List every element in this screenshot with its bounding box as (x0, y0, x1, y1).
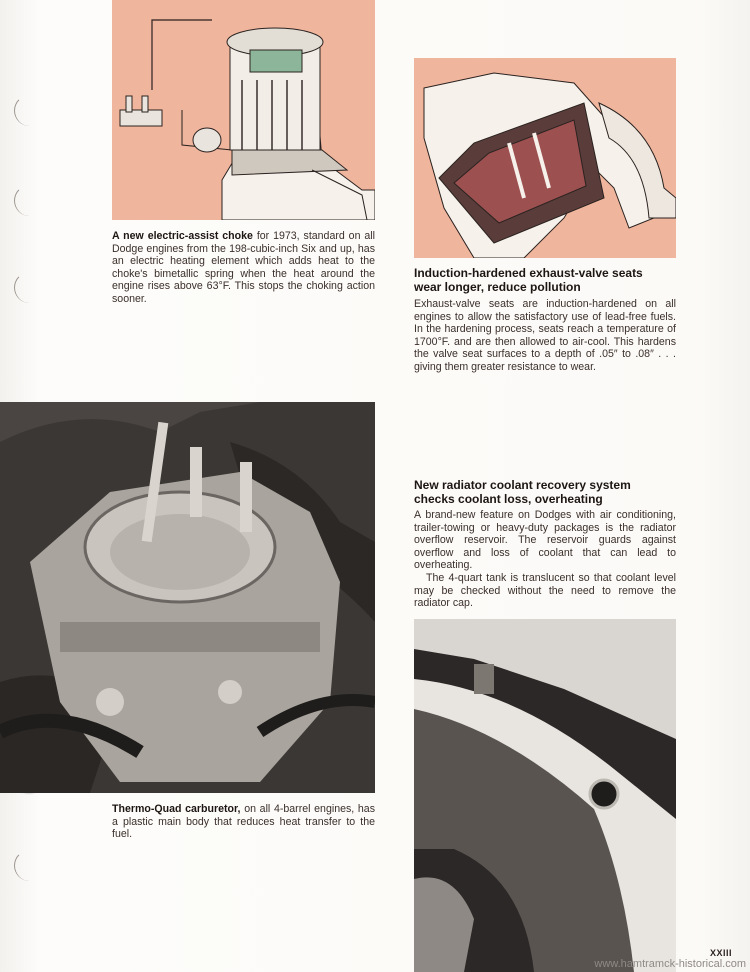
radiator-reservoir-render (414, 619, 676, 972)
thermo-quad-caption-text: on all 4-barrel engines, has a plastic m… (112, 803, 375, 841)
cylinder-head-drawing (423, 72, 676, 258)
radiator-reservoir-photo (414, 619, 676, 972)
choke-illustration (112, 0, 375, 220)
page-number: XXIII (709, 948, 732, 958)
binder-hole (14, 95, 45, 126)
carburetor-choke-drawing (119, 19, 375, 220)
valve-seat-paragraph: Exhaust-valve seats are induction-harden… (414, 298, 676, 373)
valve-seat-heading: Induction-hardened exhaust-valve seats w… (414, 266, 643, 294)
binder-hole (14, 850, 45, 881)
carburetor-photo-render (0, 402, 375, 793)
choke-caption-text: for 1973, standard on all Dodge engines … (112, 230, 375, 305)
watermark: www.hamtramck-historical.com (594, 958, 746, 970)
coolant-body: A brand-new feature on Dodges with air c… (414, 509, 676, 610)
carburetor-photo (0, 402, 375, 793)
coolant-paragraph-1: A brand-new feature on Dodges with air c… (414, 509, 676, 572)
choke-caption: A new electric-assist choke for 1973, st… (112, 230, 375, 306)
choke-caption-lead: A new electric-assist choke (112, 230, 253, 242)
valve-seat-body: Exhaust-valve seats are induction-harden… (414, 298, 676, 374)
coolant-paragraph-2: The 4-quart tank is translucent so that … (414, 571, 676, 610)
coolant-heading: New radiator coolant recovery system che… (414, 478, 631, 506)
thermo-quad-caption: Thermo-Quad carburetor, on all 4-barrel … (112, 803, 375, 841)
thermo-quad-caption-lead: Thermo-Quad carburetor, (112, 803, 241, 815)
binder-hole (14, 185, 45, 216)
binder-hole (14, 272, 45, 303)
valve-seat-illustration (414, 58, 676, 258)
